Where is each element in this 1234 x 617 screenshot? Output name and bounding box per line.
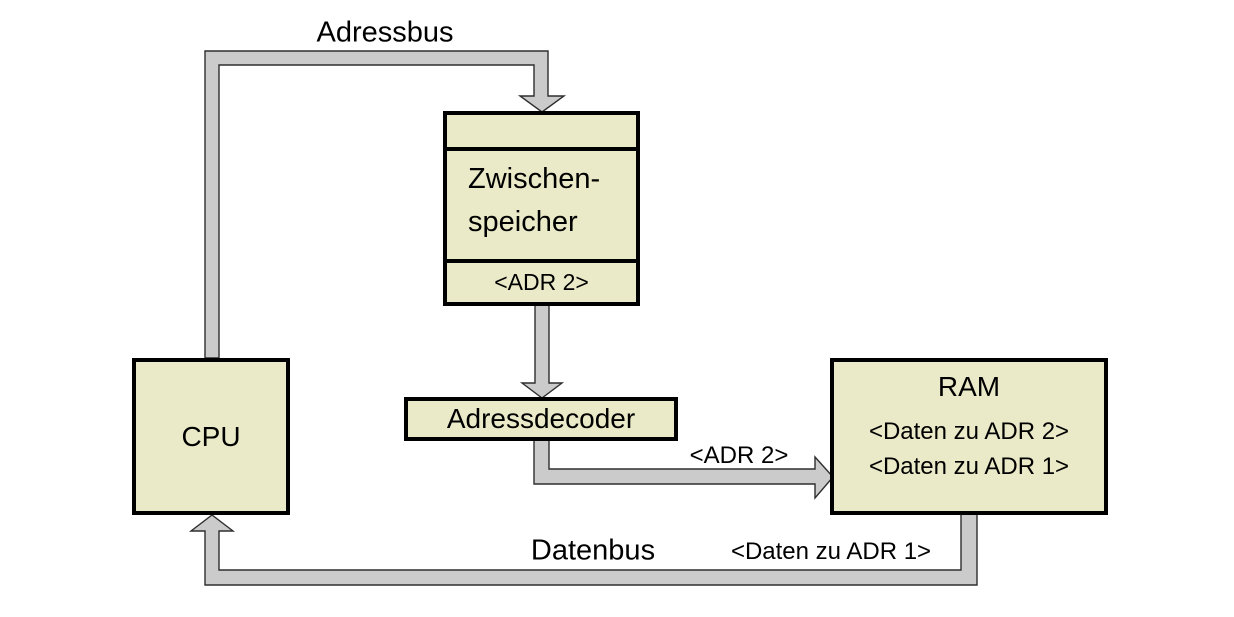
bus-daten-adr1-label: <Daten zu ADR 1> bbox=[730, 538, 932, 565]
zwischenspeicher-adr-section: <ADR 2> bbox=[447, 263, 636, 302]
datenbus-arrow bbox=[188, 513, 978, 586]
zwischenspeicher-label-section: Zwischen- speicher bbox=[447, 151, 636, 263]
adressbus-arrow bbox=[204, 50, 567, 359]
adressdecoder-label: Adressdecoder bbox=[446, 403, 636, 434]
cpu-label: CPU bbox=[181, 420, 241, 452]
ram-data-line-adr1: <Daten zu ADR 1> bbox=[868, 453, 1070, 480]
zwischenspeicher-empty-section bbox=[447, 115, 636, 151]
zwischenspeicher-label-line1: Zwischen- bbox=[468, 163, 601, 195]
adressdecoder-box: Adressdecoder bbox=[404, 397, 678, 441]
ram-data-line-adr2: <Daten zu ADR 2> bbox=[868, 418, 1070, 445]
cpu-box: CPU bbox=[132, 358, 290, 515]
ram-label: RAM bbox=[937, 371, 1001, 402]
zwischenspeicher-to-adressdecoder-arrow bbox=[519, 304, 565, 399]
adressdecoder-to-ram-arrow bbox=[533, 438, 834, 500]
zwischenspeicher-adr-value: <ADR 2> bbox=[494, 269, 589, 295]
zwischenspeicher-box: Zwischen- speicher <ADR 2> bbox=[443, 111, 640, 306]
zwischenspeicher-label-line2: speicher bbox=[468, 206, 578, 238]
adressbus-label: Adressbus bbox=[316, 16, 454, 49]
ram-box: RAM <Daten zu ADR 2> <Daten zu ADR 1> bbox=[830, 358, 1108, 515]
datenbus-label: Datenbus bbox=[530, 534, 656, 567]
bus-adr2-label: <ADR 2> bbox=[689, 442, 789, 469]
